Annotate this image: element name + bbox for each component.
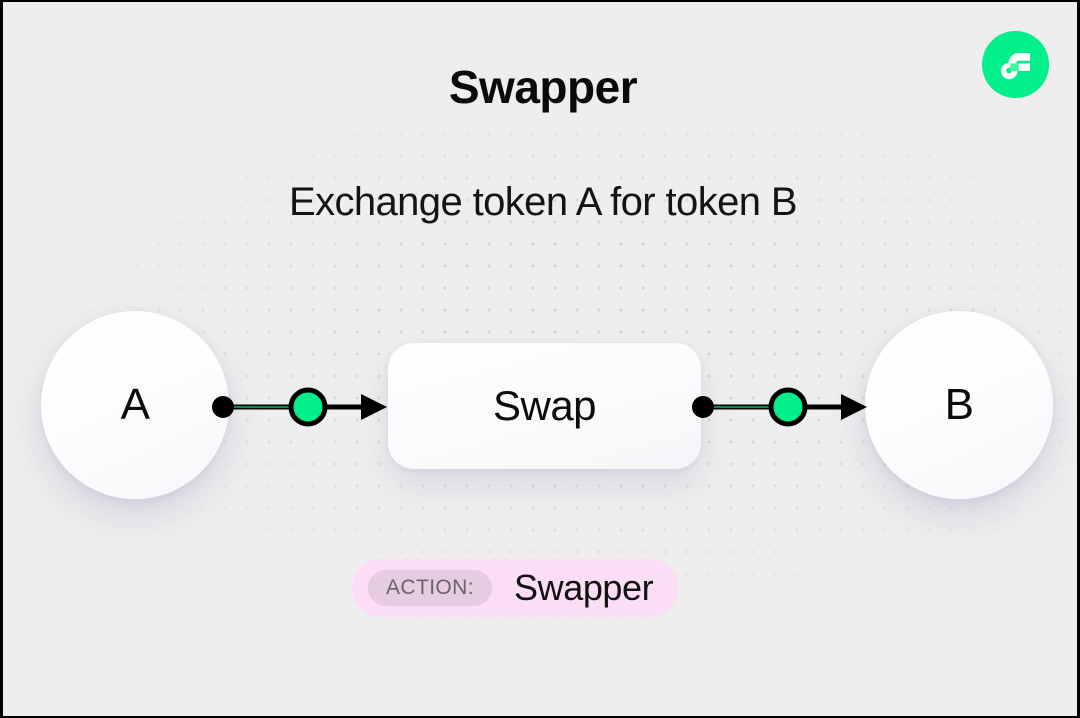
node-swap-label: Swap xyxy=(492,382,597,429)
arrowhead-icon xyxy=(841,394,867,420)
action-badge: ACTION: Swapper xyxy=(352,559,680,617)
node-token-a-label: A xyxy=(120,380,150,429)
node-swap[interactable]: Swap xyxy=(388,343,701,469)
node-token-b[interactable]: B xyxy=(865,311,1053,499)
action-badge-value: Swapper xyxy=(513,567,654,608)
edge-swap-to-token-b[interactable] xyxy=(691,387,871,427)
arrowhead-icon xyxy=(361,394,387,420)
edge-marker-dot xyxy=(768,387,808,427)
page-title: Swapper xyxy=(448,61,638,113)
edge-source-handle xyxy=(692,396,714,418)
edge-marker-dot xyxy=(288,387,328,427)
edge-token-a-to-swap[interactable] xyxy=(211,387,391,427)
page-subtitle: Exchange token A for token B xyxy=(288,180,798,224)
action-badge-prefix: ACTION: xyxy=(368,570,492,606)
flow-logo-icon xyxy=(982,31,1049,98)
node-token-b-label: B xyxy=(944,380,974,429)
node-token-a[interactable]: A xyxy=(41,311,229,499)
edge-source-handle xyxy=(212,396,234,418)
